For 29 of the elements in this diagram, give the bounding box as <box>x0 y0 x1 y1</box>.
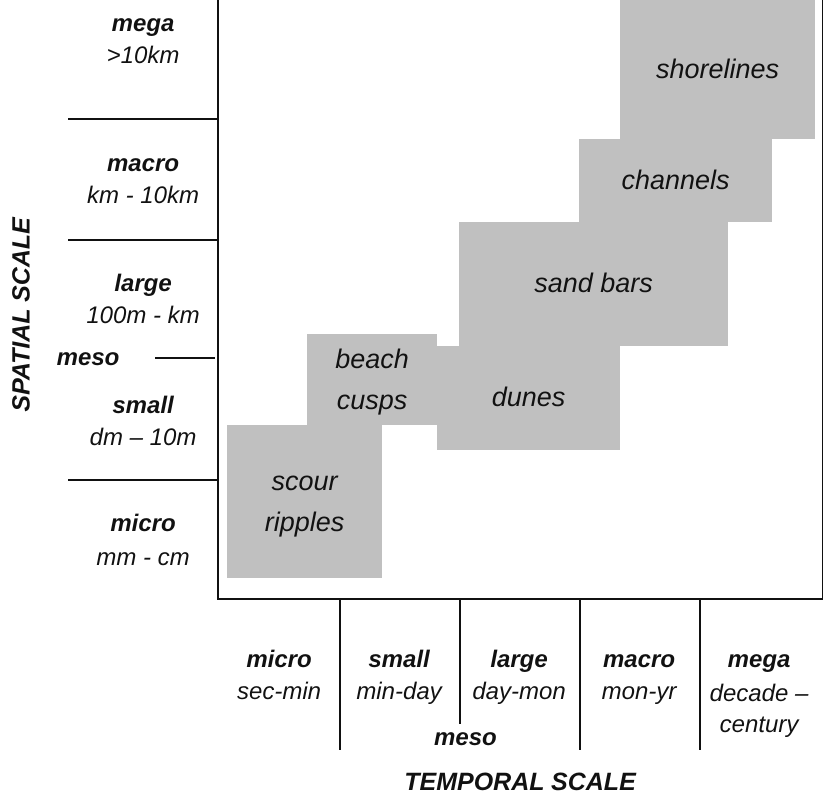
scale-name: large <box>113 270 173 298</box>
scale-region: dunes <box>437 346 620 450</box>
range-label: sec-min <box>236 678 322 706</box>
range-label: day-mon <box>471 678 567 706</box>
scale-name: small <box>111 392 175 420</box>
axis-title: SPATIAL SCALE <box>8 216 36 414</box>
scale-name: macro <box>602 646 676 674</box>
range-label: >10km <box>106 42 180 70</box>
scale-name: mega <box>110 10 176 38</box>
scale-region: sand bars <box>459 222 728 346</box>
scale-name: meso <box>56 344 120 372</box>
scale-region: channels <box>579 139 772 222</box>
scale-name: mega <box>726 646 792 674</box>
range-label: mm - cm <box>95 544 191 572</box>
scale-region: scour ripples <box>227 425 382 578</box>
range-label: 100m - km <box>85 302 201 330</box>
scale-name: micro <box>245 646 313 674</box>
axis-title: TEMPORAL SCALE <box>403 768 638 797</box>
range-label: km - 10km <box>86 182 200 210</box>
range-label: dm – 10m <box>88 424 198 452</box>
scale-name: micro <box>109 510 177 538</box>
scale-region: shorelines <box>620 0 815 139</box>
scale-name: macro <box>106 150 180 178</box>
range-label: decade – century <box>708 679 810 740</box>
range-label: min-day <box>355 678 444 706</box>
scale-name: large <box>489 646 549 674</box>
range-label: mon-yr <box>600 678 678 706</box>
scale-region: beach cusps <box>307 334 437 425</box>
scale-name: small <box>367 646 431 674</box>
